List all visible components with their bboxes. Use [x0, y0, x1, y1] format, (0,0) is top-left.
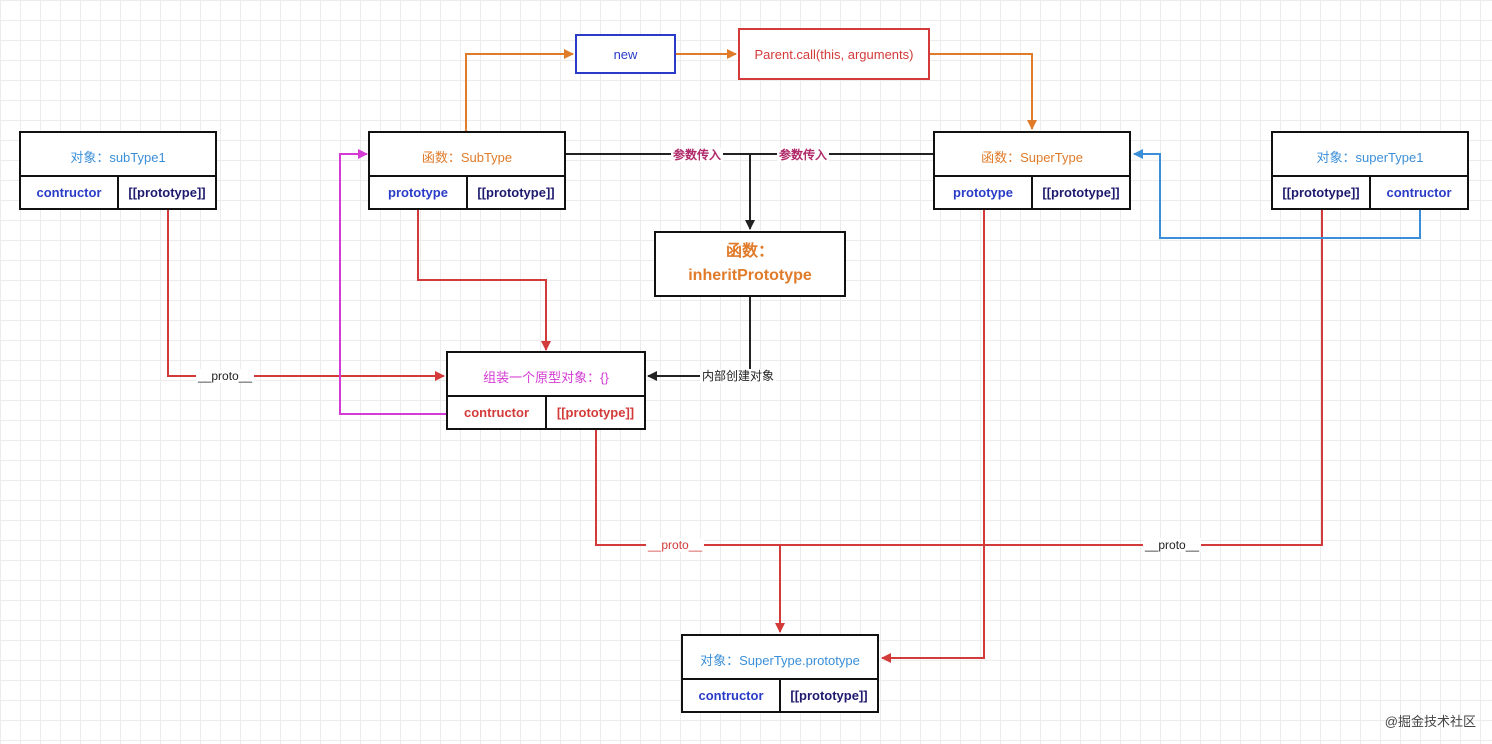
object-supertype1: 对象：superType1 [[prototype]] contructor: [1271, 131, 1469, 210]
function-inherit-prototype-title: 函数： inheritPrototype: [688, 243, 812, 284]
label-create-inside: 内部创建对象: [700, 369, 777, 383]
edge-inherit-assemble: [647, 297, 751, 381]
label-param-in-right: 参数传入: [777, 148, 830, 162]
object-subtype1-constructor: contructor: [36, 185, 102, 200]
label-proto-left: __proto__: [196, 369, 255, 383]
function-subtype: 函数：SubType prototype [[prototype]]: [368, 131, 566, 210]
object-subtype1-title: 对象：subType1: [70, 149, 166, 165]
label-param-in-left: 参数传入: [671, 148, 724, 162]
object-supertype-prototype: 对象：SuperType.prototype contructor [[prot…: [681, 634, 879, 713]
edge-subtype-prototype-assemble: [417, 209, 551, 351]
edge-supertype-prototype: [881, 209, 985, 663]
edge-parentcall-supertype: [930, 53, 1037, 130]
object-supertype-prototype-title: 对象：SuperType.prototype: [700, 652, 860, 668]
parent-call-label: Parent.call(this, arguments): [754, 46, 914, 62]
object-subtype1: 对象：subType1 contructor [[prototype]]: [19, 131, 217, 210]
new-box: new: [575, 34, 676, 74]
edge-subtype-new: [461, 49, 574, 138]
edge-assemble-constructor: [339, 149, 446, 415]
function-supertype-prototype: prototype: [953, 185, 1013, 200]
edge-supertype1-constructor: [1133, 149, 1421, 239]
watermark: @掘金技术社区: [1384, 714, 1476, 729]
object-supertype1-prototype: [[prototype]]: [1282, 185, 1360, 200]
assembled-prototype-object-constructor: contructor: [464, 405, 529, 420]
function-supertype: 函数：SuperType prototype [[prototype]]: [933, 131, 1131, 210]
function-subtype-prototype: prototype: [388, 185, 448, 200]
function-subtype-proto-slot: [[prototype]]: [466, 177, 564, 208]
object-supertype1-title: 对象：superType1: [1316, 149, 1424, 165]
object-supertype-prototype-constructor: contructor: [698, 688, 764, 703]
assembled-prototype-object-title: 组装一个原型对象：{}: [483, 369, 609, 385]
function-supertype-proto-slot: [[prototype]]: [1031, 177, 1129, 208]
object-supertype-prototype-proto-slot: [[prototype]]: [779, 680, 877, 711]
function-supertype-title: 函数：SuperType: [981, 149, 1083, 165]
label-proto-right: __proto__: [1143, 538, 1202, 552]
parent-call-box: Parent.call(this, arguments): [738, 28, 930, 80]
edge-assemble-proto: [595, 430, 785, 633]
object-subtype1-prototype: [[prototype]]: [117, 177, 215, 208]
label-proto-middle: __proto__: [646, 538, 705, 552]
function-subtype-title: 函数：SubType: [421, 149, 513, 165]
function-inherit-prototype: 函数： inheritPrototype: [654, 231, 846, 297]
edge-supertype1-proto: [780, 209, 1323, 546]
edge-supertype-inherit: [745, 153, 933, 230]
new-box-label: new: [613, 46, 638, 62]
object-supertype1-constructor: contructor: [1369, 177, 1467, 208]
edge-subtype1-proto: [167, 209, 445, 381]
assembled-prototype-object: 组装一个原型对象：{} contructor [[prototype]]: [446, 351, 646, 430]
assembled-prototype-object-proto-slot: [[prototype]]: [545, 397, 644, 428]
